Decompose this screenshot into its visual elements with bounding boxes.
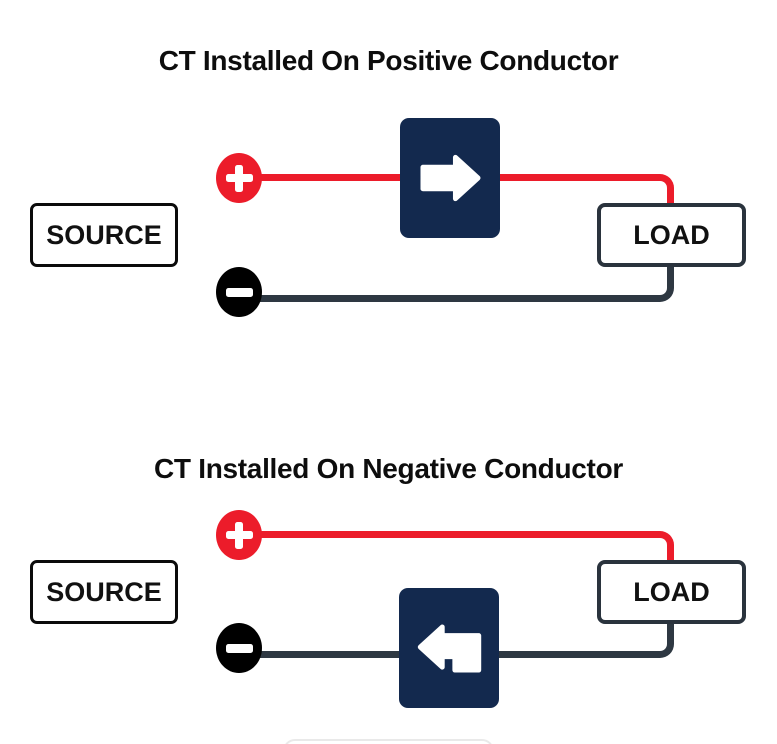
diagram-negative-ct: CT Installed On Negative Conductor SOURC… xyxy=(0,372,777,744)
cutoff-box xyxy=(283,739,494,744)
source-box: SOURCE xyxy=(30,560,178,624)
load-label: LOAD xyxy=(633,576,710,607)
source-label: SOURCE xyxy=(46,219,162,250)
arrow-right-icon xyxy=(419,153,481,203)
positive-terminal xyxy=(216,153,262,203)
diagram-title: CT Installed On Positive Conductor xyxy=(158,45,619,76)
negative-terminal xyxy=(216,267,262,317)
positive-terminal xyxy=(216,510,262,560)
source-label: SOURCE xyxy=(46,576,162,607)
negative-conductor-wire xyxy=(255,264,674,302)
load-box: LOAD xyxy=(597,560,746,624)
arrow-left-hook-icon xyxy=(417,623,482,673)
load-label: LOAD xyxy=(633,219,710,250)
ct-sensor-box xyxy=(399,588,499,708)
ct-sensor-box xyxy=(400,118,500,238)
diagram-title: CT Installed On Negative Conductor xyxy=(154,453,623,484)
load-box: LOAD xyxy=(597,203,746,267)
source-box: SOURCE xyxy=(30,203,178,267)
diagram-positive-ct: CT Installed On Positive Conductor SOURC… xyxy=(30,45,746,317)
negative-terminal xyxy=(216,623,262,673)
positive-conductor-wire xyxy=(255,531,674,570)
